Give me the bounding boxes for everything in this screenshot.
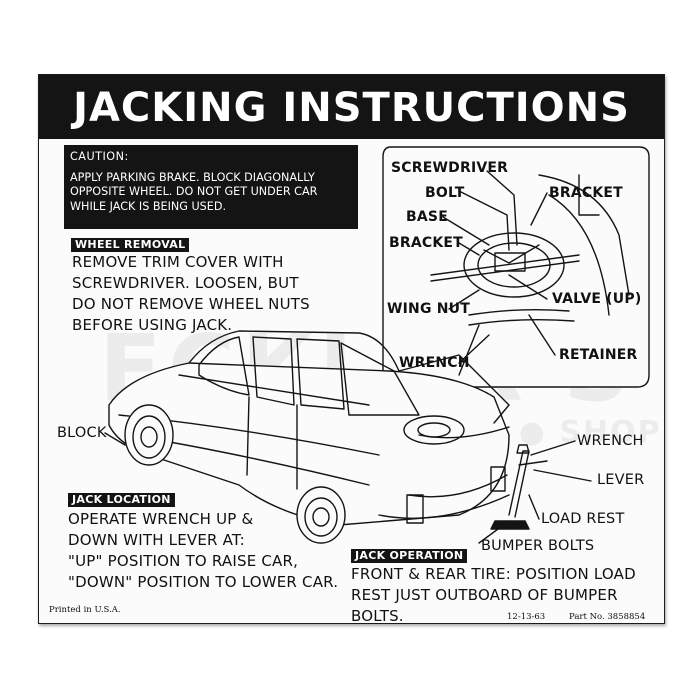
callout-retainer: RETAINER — [559, 347, 638, 363]
footer-printed: Printed in U.S.A. — [49, 605, 121, 615]
footer-part-number: Part No. 3858854 — [569, 612, 646, 622]
callout-wrench-inset: WRENCH — [399, 355, 470, 371]
car-and-jack-illustration — [104, 146, 650, 544]
wheel-removal-heading: WHEEL REMOVAL — [71, 238, 190, 252]
page-title: JACKING INSTRUCTIONS — [39, 75, 664, 139]
jack-operation-text: FRONT & REAR TIRE: POSITION LOAD REST JU… — [351, 565, 636, 624]
callout-load-rest: LOAD REST — [541, 511, 625, 527]
wheel-removal-text: REMOVE TRIM COVER WITH SCREWDRIVER. LOOS… — [72, 253, 310, 334]
jacking-instructions-decal: ECKLER'S GARAGE ● WORK ● SHOP JACKING IN… — [38, 74, 665, 624]
callout-bracket-right: BRACKET — [549, 185, 623, 201]
footer-date: 12-13-63 — [507, 612, 546, 622]
callout-bolt: BOLT — [425, 185, 465, 201]
callout-bracket-left: BRACKET — [389, 235, 463, 251]
jack-location-heading: JACK LOCATION — [68, 493, 175, 507]
callout-screwdriver: SCREWDRIVER — [391, 160, 509, 176]
callout-lever: LEVER — [597, 472, 645, 488]
jack-operation-heading: JACK OPERATION — [351, 549, 468, 563]
caution-text: APPLY PARKING BRAKE. BLOCK DIAGONALLY OP… — [70, 170, 318, 213]
callout-wrench: WRENCH — [577, 433, 644, 449]
callout-block: BLOCK — [57, 425, 107, 441]
callout-valve: VALVE (UP) — [552, 291, 642, 307]
caution-heading: CAUTION: — [70, 150, 129, 163]
callout-bumper-bolts: BUMPER BOLTS — [481, 538, 595, 554]
callout-base: BASE — [406, 209, 448, 225]
callout-wing-nut: WING NUT — [387, 301, 470, 317]
jack-location-text: OPERATE WRENCH UP & DOWN WITH LEVER AT: … — [68, 510, 339, 591]
caution-box: CAUTION: APPLY PARKING BRAKE. BLOCK DIAG… — [64, 145, 358, 229]
